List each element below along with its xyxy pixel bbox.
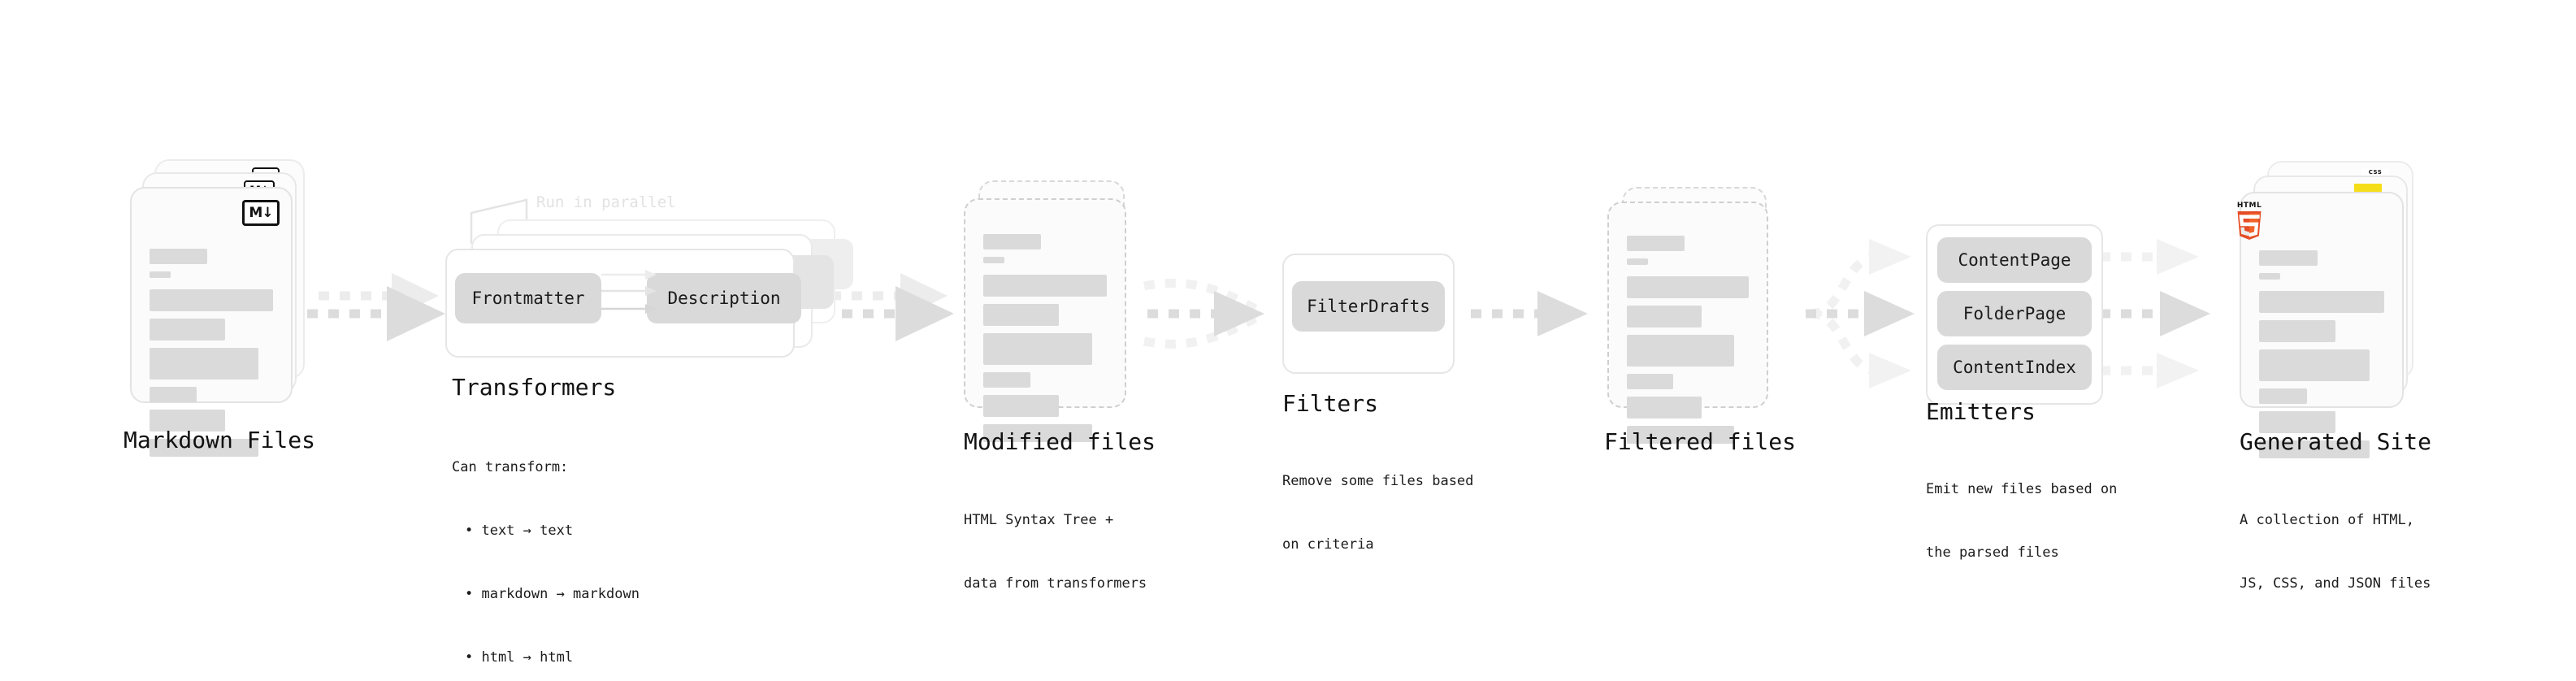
transformers-stack: Frontmatter Description bbox=[445, 219, 853, 358]
html5-wordmark: HTML bbox=[2236, 202, 2262, 210]
html5-icon: HTML bbox=[2231, 202, 2267, 242]
emitter-chip-contentpage[interactable]: ContentPage bbox=[1937, 237, 2092, 283]
markdown-files-stack: M↓ M↓ M↓ bbox=[130, 159, 305, 457]
filters-caption-line-0: Remove some files based bbox=[1282, 473, 1474, 489]
transformer-chip-description[interactable]: Description bbox=[647, 273, 801, 323]
filter-chip-filterdrafts[interactable]: FilterDrafts bbox=[1292, 281, 1445, 332]
transformers-title: Transformers bbox=[452, 374, 617, 401]
connector-filters-to-filtered bbox=[1471, 291, 1588, 336]
run-in-parallel-label: Run in parallel bbox=[536, 193, 676, 211]
generated-site-skeleton bbox=[2259, 250, 2384, 466]
emitter-chip-contentindex[interactable]: ContentIndex bbox=[1937, 345, 2092, 390]
connector-modified-to-filters bbox=[1143, 278, 1264, 349]
transformer-chip-frontmatter[interactable]: Frontmatter bbox=[455, 273, 601, 323]
modified-file-skeleton bbox=[983, 234, 1107, 449]
filtered-file-card-front bbox=[1607, 202, 1768, 444]
connector-markdown-to-transformers bbox=[307, 273, 445, 341]
filtered-files-title: Filtered files bbox=[1604, 428, 1797, 455]
generated-site-title: Generated Site bbox=[2240, 428, 2432, 455]
generated-site-caption-line-1: JS, CSS, and JSON files bbox=[2240, 575, 2431, 592]
filtered-files-stack bbox=[1607, 187, 1786, 444]
transformer-inner-arrows bbox=[601, 270, 657, 314]
modified-files-caption-line-1: data from transformers bbox=[964, 575, 1147, 592]
generated-site-caption: A collection of HTML, JS, CSS, and JSON … bbox=[2240, 467, 2431, 636]
markdown-icon: M↓ bbox=[242, 200, 280, 226]
generated-site-stack: CSS HTML bbox=[2237, 161, 2426, 458]
generated-site-caption-line-0: A collection of HTML, bbox=[2240, 512, 2414, 528]
emitter-chip-folderpage[interactable]: FolderPage bbox=[1937, 291, 2092, 336]
emitters-stack: ContentPage FolderPage ContentIndex bbox=[1926, 224, 2113, 407]
transformers-caption-line-3: • html → html bbox=[465, 649, 574, 666]
modified-files-title: Modified files bbox=[964, 428, 1156, 455]
filters-title: Filters bbox=[1282, 390, 1379, 417]
emitters-caption: Emit new files based on the parsed files bbox=[1926, 436, 2117, 605]
modified-files-caption-line-0: HTML Syntax Tree + bbox=[964, 512, 1114, 528]
emitters-caption-line-1: the parsed files bbox=[1926, 544, 2059, 561]
transformers-caption-line-2: • markdown → markdown bbox=[465, 586, 640, 602]
markdown-files-title: Markdown Files bbox=[124, 427, 316, 453]
generated-site-card-front: HTML bbox=[2237, 192, 2404, 458]
transformers-caption-line-1: • text → text bbox=[465, 523, 574, 539]
modified-file-card-front bbox=[964, 198, 1126, 442]
modified-files-stack bbox=[964, 180, 1143, 442]
filters-stack: FilterDrafts bbox=[1282, 254, 1461, 375]
transformers-caption: Can transform: • text → text • markdown … bbox=[452, 414, 640, 681]
markdown-file-skeleton bbox=[150, 249, 273, 464]
filters-caption: Remove some files based on criteria bbox=[1282, 428, 1473, 597]
modified-files-caption: HTML Syntax Tree + data from transformer… bbox=[964, 467, 1147, 636]
connector-filtered-to-emitters bbox=[1806, 239, 1915, 388]
emitters-title: Emitters bbox=[1926, 398, 2036, 425]
connector-emitters-to-generated bbox=[2100, 239, 2210, 388]
filtered-file-skeleton bbox=[1627, 236, 1749, 451]
markdown-file-card-front: M↓ bbox=[130, 187, 293, 457]
transformers-caption-line-0: Can transform: bbox=[452, 459, 569, 475]
emitters-caption-line-0: Emit new files based on bbox=[1926, 481, 2118, 497]
filters-caption-line-1: on criteria bbox=[1282, 536, 1374, 553]
